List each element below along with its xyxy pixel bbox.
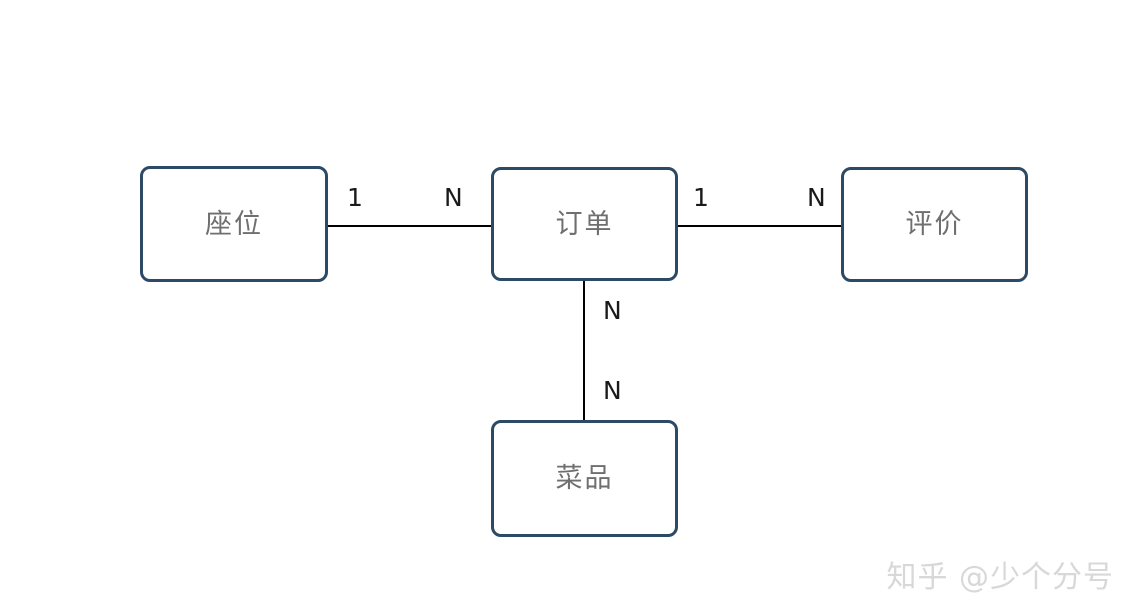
cardinality-order-review-to: N [807, 183, 826, 212]
entity-box-dish[interactable]: 菜品 [491, 420, 678, 537]
watermark: 知乎 @少个分号 [886, 560, 1114, 595]
entity-box-order[interactable]: 订单 [491, 167, 678, 281]
cardinality-order-dish-from: N [603, 296, 622, 325]
entity-box-seat[interactable]: 座位 [140, 166, 328, 282]
connector-seat-order [327, 225, 493, 227]
cardinality-order-review-from: 1 [693, 183, 709, 212]
entity-label-order: 订单 [555, 208, 614, 240]
entity-label-dish: 菜品 [555, 463, 614, 494]
connector-order-dish [583, 280, 585, 422]
entity-label-review: 评价 [905, 209, 964, 240]
cardinality-seat-order-from: 1 [347, 183, 363, 212]
entity-box-review[interactable]: 评价 [841, 167, 1028, 282]
cardinality-order-dish-to: N [603, 376, 622, 405]
entity-label-seat: 座位 [205, 208, 263, 240]
cardinality-seat-order-to: N [444, 183, 463, 212]
connector-order-review [677, 225, 843, 227]
